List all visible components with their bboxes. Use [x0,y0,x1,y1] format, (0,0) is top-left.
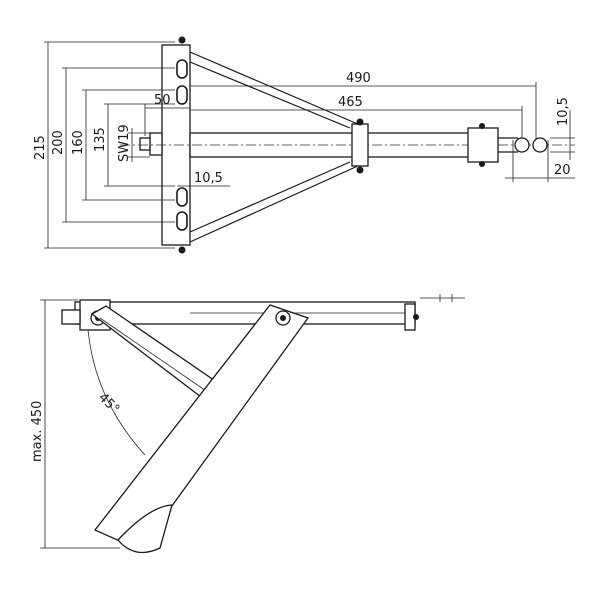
dim-20: 20 [554,163,571,178]
lower-strut [189,161,361,243]
clevis [498,137,518,153]
clevis-hole-2 [532,137,548,153]
side-view: max. 450 45° [30,294,465,554]
slotted-holes [176,59,188,231]
dim-135: 135 [93,127,108,152]
dim-max-450: max. 450 [30,401,45,462]
top-view: 215 200 160 135 SW19 50 490 465 10,5 10,… [33,36,575,254]
leg-top-joint-center [280,315,286,321]
fork-bolt-bottom [479,161,485,167]
collar-bolt-bottom [356,166,364,174]
collar-bolt-top [356,118,364,126]
top-dimension-lines [44,41,575,249]
dim-10-5-clevis: 10,5 [556,97,571,126]
spindle-nut [149,132,163,156]
dim-50: 50 [154,93,171,108]
dim-160: 160 [71,130,86,155]
strut-collar [351,123,369,167]
clevis-hole [514,137,530,153]
dim-490: 490 [346,71,371,86]
plate-bolt-top [178,36,186,44]
dim-215: 215 [33,135,48,160]
plate-bolt-bottom [178,246,186,254]
dim-200: 200 [51,130,66,155]
swing-leg [93,304,310,551]
rail-end-bolt [413,314,419,320]
pivot-stub [61,309,81,325]
dim-sw19: SW19 [117,124,132,162]
dim-10-5-plate: 10,5 [194,171,223,186]
upper-strut [189,51,361,129]
angle-arc [87,329,146,456]
spindle-end [139,137,151,151]
foot-pad [117,504,173,554]
dim-465: 465 [338,95,363,110]
rail-end-tip [420,294,465,302]
fork-end [467,127,499,163]
fork-bolt-top [479,123,485,129]
dim-angle-45: 45° [95,390,122,417]
